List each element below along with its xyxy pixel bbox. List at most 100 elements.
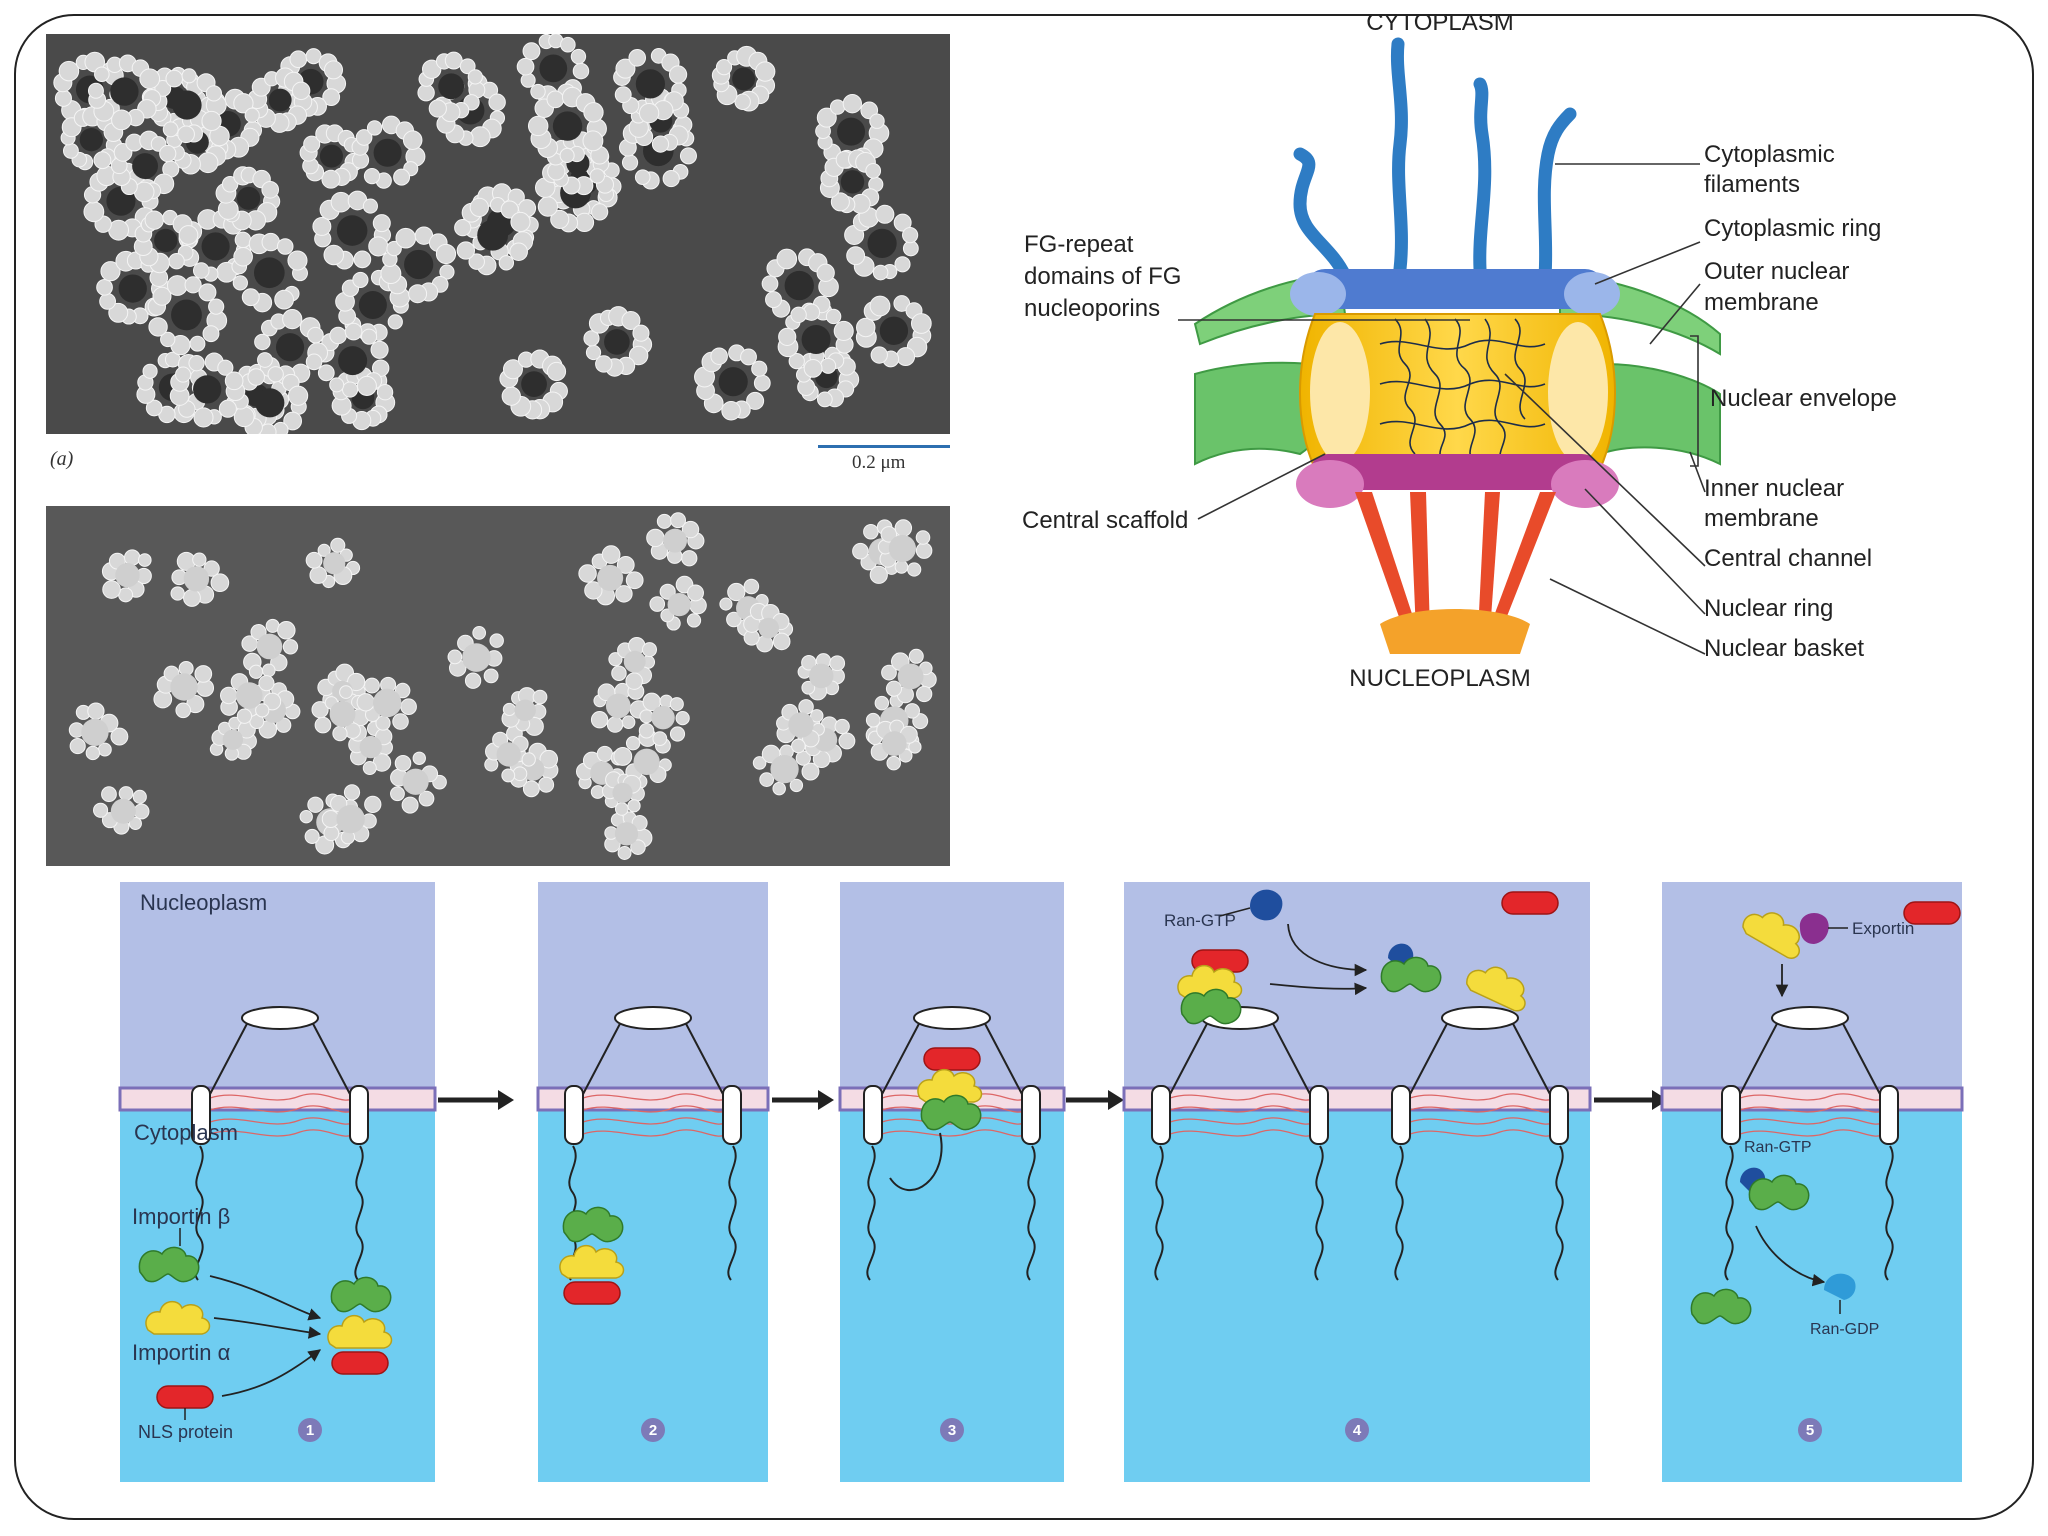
pore-ring-particle (844, 204, 919, 281)
label-inner-membrane-1: Inner nuclear (1704, 475, 1844, 502)
basket-particle (719, 578, 773, 637)
basket-particle (797, 653, 846, 701)
basket-particle (867, 719, 922, 771)
basket-particle (170, 551, 230, 607)
basket-particle (219, 664, 282, 724)
exportin-label: Exportin (1852, 919, 1914, 938)
pore-ring-particle (527, 86, 607, 163)
pore-ring-particle (231, 232, 308, 313)
scale-bar (818, 445, 950, 448)
label-fg-repeat-1: FG-repeat (1024, 231, 1134, 258)
exportin-shape (1799, 913, 1829, 944)
cytoplasm-top-label: CYTOPLASM (1366, 14, 1514, 36)
step-number-1: 1 (306, 1422, 314, 1439)
cytoplasm-label: Cytoplasm (134, 1120, 238, 1145)
label-cytoplasmic-ring: Cytoplasmic ring (1704, 215, 1881, 242)
nuclear-basket (1355, 492, 1556, 654)
pore-ring-particle (299, 124, 363, 189)
basket-particle (321, 784, 382, 845)
micrograph-cytoplasmic-face (46, 34, 950, 434)
basket-particle (356, 676, 417, 731)
pore-ring-particle (454, 197, 534, 276)
micrograph-nuclear-face (46, 506, 950, 866)
basket-particle (93, 786, 150, 835)
panel-1: Nucleoplasm Cytoplasm Importin β Importi… (118, 882, 437, 1482)
step-number-3: 3 (948, 1422, 956, 1439)
label-central-channel: Central channel (1704, 545, 1872, 572)
scale-bar-label: 0.2 μm (852, 452, 906, 473)
label-outer-membrane-1: Outer nuclear (1704, 258, 1849, 285)
label-nuclear-ring: Nuclear ring (1704, 595, 1833, 622)
basket-particle (649, 575, 707, 631)
pore-ring-particle (351, 115, 426, 189)
basket-particle (776, 699, 825, 754)
pore-ring-particle (247, 67, 313, 133)
basket-particle (613, 728, 672, 789)
cytoplasmic-filaments (1293, 37, 1577, 283)
pore-ring-particle (147, 275, 228, 356)
panel-2: 2 (536, 882, 770, 1482)
label-fg-repeat-3: nucleoporins (1024, 295, 1160, 322)
ran-gtp-label-5: Ran-GTP (1744, 1139, 1812, 1156)
basket-particle (608, 636, 658, 690)
pore-ring-particle (312, 190, 392, 270)
pore-ring-particle (819, 149, 884, 214)
nucleoplasm-label: Nucleoplasm (140, 890, 267, 915)
pore-ring-particle (254, 309, 329, 385)
ran-gtp-shape (1250, 889, 1283, 921)
cytoplasmic-ring (1290, 269, 1620, 316)
basket-particle (752, 744, 820, 796)
nuclear-ring (1296, 454, 1619, 508)
pore-ring-particle (694, 344, 771, 421)
basket-particle (501, 687, 548, 736)
importin-beta-label: Importin β (132, 1204, 230, 1229)
label-central-scaffold: Central scaffold (1022, 507, 1188, 534)
label-cytoplasmic-filaments-1: Cytoplasmic (1704, 141, 1835, 168)
pore-ring-particle (761, 248, 839, 324)
pore-ring-particle (795, 346, 860, 408)
ran-gtp-label-4: Ran-GTP (1164, 911, 1236, 930)
pore-ring-particle (855, 295, 932, 368)
basket-particle (348, 721, 393, 776)
pore-ring-particle (417, 51, 486, 123)
basket-particle (601, 771, 645, 816)
central-scaffold (1299, 313, 1616, 470)
basket-particle (447, 626, 504, 689)
slide-frame (14, 14, 2034, 1520)
basket-particle (590, 682, 648, 733)
basket-particle (646, 512, 705, 567)
label-nuclear-envelope: Nuclear envelope (1710, 385, 1897, 412)
step-number-5: 5 (1806, 1422, 1814, 1439)
pore-ring-particle (380, 226, 457, 304)
label-outer-membrane-2: membrane (1704, 289, 1819, 316)
nls-protein-shape (156, 1385, 214, 1409)
basket-particle (484, 725, 536, 783)
basket-particle (68, 702, 129, 761)
leader-lines (1178, 163, 1706, 655)
panel-3: 3 (838, 882, 1066, 1482)
panel-4: Ran-GTP 4 (1122, 882, 1592, 1482)
importin-alpha-label: Importin α (132, 1340, 231, 1365)
step-number-4: 4 (1353, 1422, 1362, 1439)
npc-structure-diagram: CYTOPLASM (1022, 14, 1897, 692)
label-nuclear-basket: Nuclear basket (1704, 635, 1864, 662)
ran-gdp-shape (1824, 1273, 1856, 1300)
basket-particle (101, 549, 152, 603)
pore-ring-particle (169, 352, 246, 428)
fg-repeat-domains (1379, 318, 1546, 465)
label-inner-membrane-2: membrane (1704, 505, 1819, 532)
step-number-2: 2 (649, 1422, 657, 1439)
ran-gdp-label: Ran-GDP (1810, 1321, 1879, 1338)
basket-particle (209, 716, 257, 761)
micrograph-a-image (53, 34, 932, 434)
basket-particle (638, 692, 690, 747)
pore-ring-particle (133, 209, 199, 274)
pore-ring-particle (87, 54, 162, 131)
pore-ring-particle (499, 349, 568, 420)
pore-ring-particle (215, 166, 281, 231)
label-fg-repeat-2: domains of FG (1024, 263, 1181, 290)
basket-particle (604, 811, 653, 860)
nls-protein-label: NLS protein (138, 1422, 233, 1442)
pore-ring-particle (711, 45, 776, 112)
nuclear-import-diagram: Nucleoplasm Cytoplasm Importin β Importi… (118, 882, 1964, 1482)
